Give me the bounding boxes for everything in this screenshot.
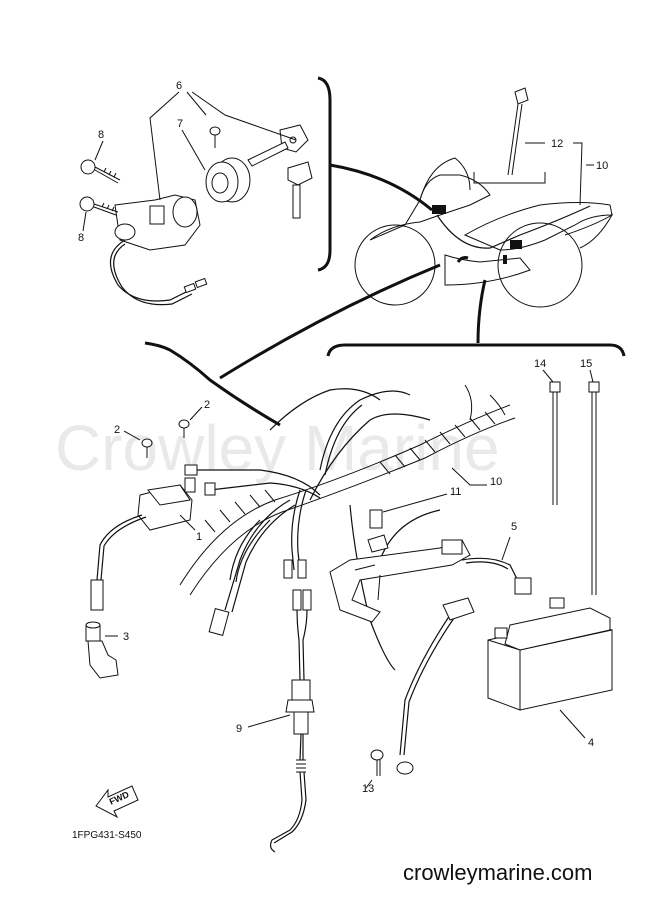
negative-lead xyxy=(399,614,455,756)
cable-tie-14 xyxy=(549,381,561,505)
callout-2-left: 2 xyxy=(114,424,120,436)
bolt-13 xyxy=(370,749,384,776)
site-url: crowleymarine.com xyxy=(403,860,593,885)
battery xyxy=(487,597,613,711)
ignition-switch-group: 6 7 8 8 xyxy=(78,76,332,306)
callout-4: 4 xyxy=(588,737,594,749)
leader-inset-to-bike xyxy=(329,163,433,212)
tie-strap-12 xyxy=(473,87,546,184)
bracket-battery xyxy=(326,343,626,357)
callout-6: 6 xyxy=(176,80,182,92)
bolt-2-left xyxy=(141,438,153,458)
ignition-coil-group: 2 2 3 1 xyxy=(85,399,321,679)
callout-13: 13 xyxy=(362,783,374,795)
callout-5: 5 xyxy=(511,521,517,533)
diagram-code: 1FPG431-S450 xyxy=(72,830,142,841)
leader-7 xyxy=(181,129,206,171)
switch-lead xyxy=(109,239,191,302)
cable-tie-15 xyxy=(588,381,600,595)
callout-12: 12 xyxy=(551,138,563,150)
wire-harness xyxy=(179,384,516,671)
neutral-switch-lead xyxy=(269,589,315,853)
screw-8-lower xyxy=(79,196,119,216)
inset-bracket xyxy=(317,76,332,272)
callout-8-lower: 8 xyxy=(78,232,84,244)
callout-15: 15 xyxy=(580,358,592,370)
ground-terminal xyxy=(396,761,414,775)
key-set xyxy=(247,124,313,219)
small-screw xyxy=(209,126,221,148)
leader-battery-to-bike xyxy=(476,279,487,344)
leader-harness-to-bike xyxy=(219,263,441,380)
callout-9: 9 xyxy=(236,723,242,735)
callout-10-bottom: 10 xyxy=(490,476,502,488)
screw-8-upper xyxy=(80,159,121,184)
fuse-holder xyxy=(369,509,383,529)
lock-cylinder xyxy=(205,157,251,203)
callout-8-upper: 8 xyxy=(98,129,104,141)
callout-14: 14 xyxy=(534,358,546,370)
bracket-harness xyxy=(144,341,281,427)
callout-10-top: 10 xyxy=(596,160,608,172)
callout-2-right: 2 xyxy=(204,399,210,411)
spark-plug-cap xyxy=(85,621,119,679)
callout-7: 7 xyxy=(177,118,183,130)
leader-6 xyxy=(149,91,297,201)
callout-11: 11 xyxy=(450,486,461,498)
ht-lead xyxy=(96,514,147,581)
leader-10-top xyxy=(573,142,594,206)
fwd-arrow-icon: FWD xyxy=(95,785,139,819)
motorcycle-silhouette xyxy=(354,157,614,308)
callout-1: 1 xyxy=(196,531,202,543)
bolt-2-right xyxy=(178,419,190,438)
battery-band xyxy=(329,509,471,623)
callout-3: 3 xyxy=(123,631,129,643)
positive-lead xyxy=(461,557,521,586)
